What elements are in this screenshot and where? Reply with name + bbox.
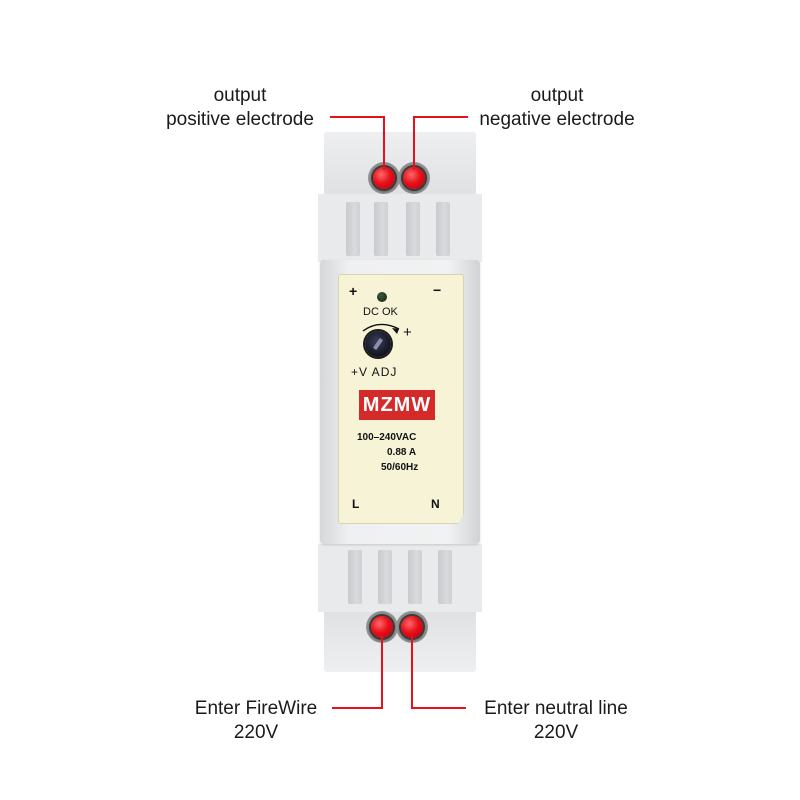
dc-ok-label: DC OK (363, 306, 398, 318)
terminal-n-label: N (431, 497, 440, 511)
vent-fin (438, 550, 452, 604)
vent-fin (346, 202, 360, 256)
rating-frequency: 50/60Hz (381, 462, 419, 473)
rating-input-voltage: 100–240VAC (357, 432, 417, 443)
callout-output-positive-line1: output (213, 85, 267, 106)
callout-output-positive: output positive electrode (150, 84, 330, 132)
adjust-plus-sign: + (403, 324, 412, 341)
output-negative-terminal (403, 167, 425, 189)
callout-output-negative: output negative electrode (462, 84, 652, 132)
potentiometer-icon[interactable] (365, 331, 391, 357)
bottom-vent-fins (318, 544, 482, 612)
vent-fin (348, 550, 362, 604)
vent-fin (436, 202, 450, 256)
lead-input-live (332, 636, 383, 709)
vent-fin (374, 202, 388, 256)
callout-input-neutral-line1: Enter neutral line (484, 698, 628, 719)
callout-output-negative-line1: output (530, 85, 584, 106)
callout-output-positive-line2: positive electrode (166, 109, 314, 130)
vent-fin (408, 550, 422, 604)
lead-input-neutral (411, 636, 466, 709)
vent-fin (378, 550, 392, 604)
lead-output-negative (413, 116, 468, 170)
callout-output-negative-line2: negative electrode (479, 109, 635, 130)
callout-input-neutral: Enter neutral line 220V (466, 697, 646, 745)
callout-input-live: Enter FireWire 220V (176, 697, 336, 745)
top-vent-fins (318, 194, 482, 262)
callout-input-live-line1: Enter FireWire (194, 698, 318, 719)
callout-input-neutral-line2: 220V (533, 722, 579, 743)
brand-logo: MZMW (359, 390, 435, 420)
panel-plus-sign: + (349, 283, 358, 299)
callout-input-live-line2: 220V (233, 722, 279, 743)
output-positive-terminal (373, 167, 395, 189)
panel-minus-sign: − (433, 282, 442, 298)
status-led-icon (377, 292, 387, 302)
input-neutral-terminal (401, 616, 423, 638)
voltage-adjust-label: +V ADJ (351, 365, 398, 379)
input-live-terminal (371, 616, 393, 638)
front-label-panel: + − DC OK + +V ADJ MZMW 100–240VAC 0.88 … (338, 274, 464, 524)
rating-input-current: 0.88 A (387, 447, 417, 458)
terminal-l-label: L (352, 497, 360, 511)
vent-fin (406, 202, 420, 256)
potentiometer-slot (372, 337, 384, 351)
adjust-arrow-icon (362, 323, 400, 334)
lead-output-positive (330, 116, 385, 170)
